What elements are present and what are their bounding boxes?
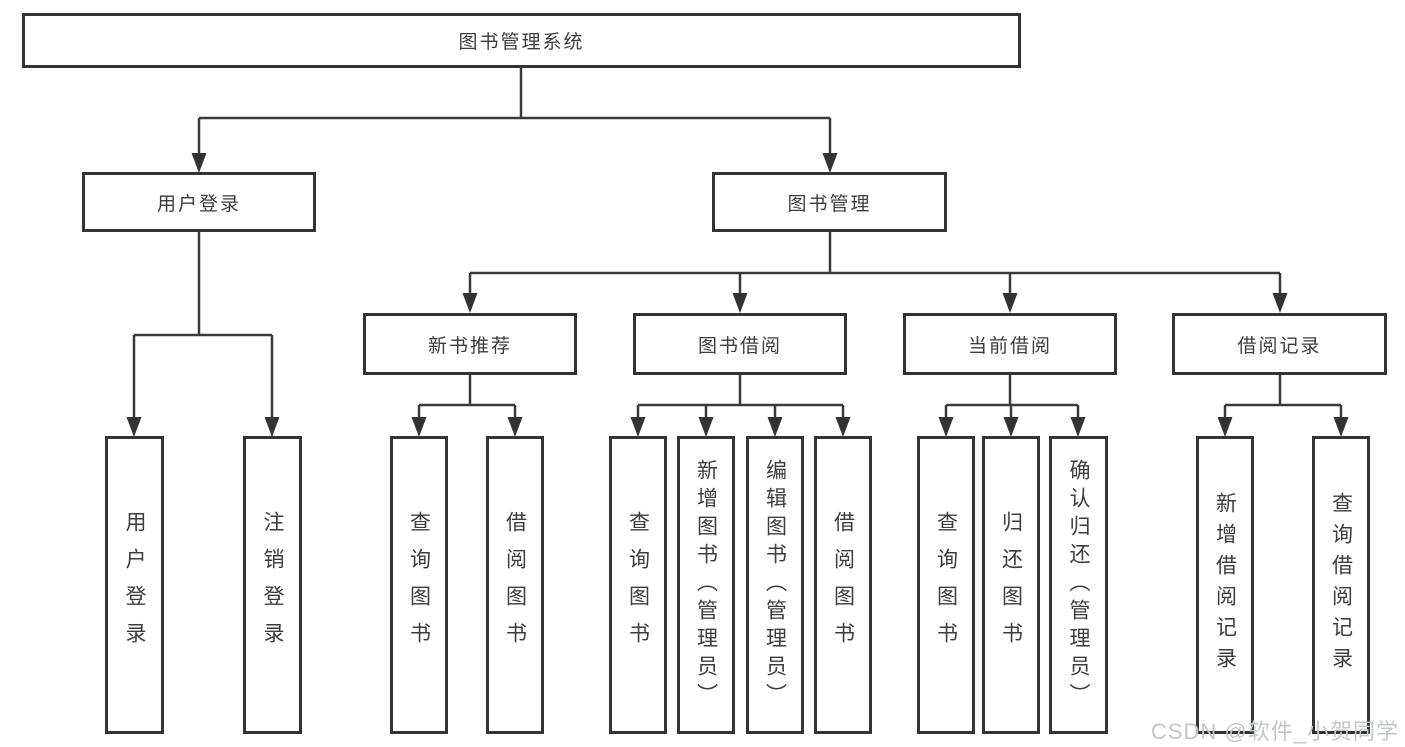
- connector-borrow-records-group: [1217, 375, 1349, 437]
- leaf-label: 查询图书: [407, 511, 431, 659]
- leaf-label: 新增图书（管理员）: [694, 459, 718, 711]
- connector-new-book-group: [411, 375, 523, 437]
- leaf-label: 确认归还（管理员）: [1067, 459, 1090, 711]
- leaf-add-borrow-record: 新增借阅记录: [1196, 436, 1254, 734]
- connector-book-management-branch: [462, 232, 1288, 313]
- leaf-label: 用户登录: [123, 511, 146, 659]
- leaf-query-borrow-record: 查询借阅记录: [1312, 436, 1370, 734]
- csdn-watermark: CSDN @软件_小贺同学: [1150, 719, 1399, 744]
- connector-user-login-branch: [126, 232, 280, 437]
- leaf-label: 新增借阅记录: [1213, 492, 1237, 678]
- node-book-borrowing: 图书借阅: [633, 313, 847, 375]
- leaf-label: 查询图书: [934, 511, 958, 659]
- leaf-edit-books-admin: 编辑图书（管理员）: [746, 436, 804, 734]
- connector-book-borrow-group: [630, 375, 851, 437]
- leaf-label: 注销登录: [261, 511, 284, 659]
- node-label: 图书管理: [787, 193, 872, 215]
- leaf-label: 查询借阅记录: [1329, 492, 1353, 678]
- leaf-return-books: 归还图书: [982, 436, 1040, 734]
- leaf-borrow-books-recommend: 借阅图书: [486, 436, 544, 734]
- leaf-label: 编辑图书（管理员）: [763, 459, 787, 711]
- node-current-borrowing: 当前借阅: [903, 313, 1117, 375]
- leaf-confirm-return-admin: 确认归还（管理员）: [1049, 436, 1108, 734]
- leaf-query-books-recommend: 查询图书: [390, 436, 448, 734]
- node-label: 用户登录: [156, 193, 241, 215]
- node-library-management-system: 图书管理系统: [22, 13, 1021, 68]
- node-label: 当前借阅: [967, 335, 1052, 357]
- leaf-label: 借阅图书: [831, 511, 855, 659]
- leaf-add-books-admin: 新增图书（管理员）: [677, 436, 735, 734]
- node-label: 新书推荐: [427, 335, 512, 357]
- connector-current-borrow-group: [938, 375, 1086, 437]
- leaf-logout: 注销登录: [243, 436, 302, 734]
- leaf-label: 归还图书: [999, 511, 1023, 659]
- node-user-login-branch: 用户登录: [82, 172, 316, 232]
- node-label: 图书借阅: [697, 335, 782, 357]
- connector-root-to-level1: [191, 68, 838, 173]
- node-label: 图书管理系统: [458, 32, 585, 53]
- leaf-label: 借阅图书: [503, 511, 527, 659]
- leaf-label: 查询图书: [626, 511, 650, 659]
- leaf-query-books-borrowing: 查询图书: [609, 436, 667, 734]
- node-new-book-recommendation: 新书推荐: [363, 313, 577, 375]
- node-book-management-branch: 图书管理: [712, 172, 947, 232]
- leaf-borrow-books: 借阅图书: [814, 436, 872, 734]
- node-borrowing-records: 借阅记录: [1172, 313, 1387, 375]
- node-label: 借阅记录: [1237, 335, 1322, 357]
- leaf-user-login: 用户登录: [105, 436, 164, 734]
- leaf-query-books-current: 查询图书: [917, 436, 975, 734]
